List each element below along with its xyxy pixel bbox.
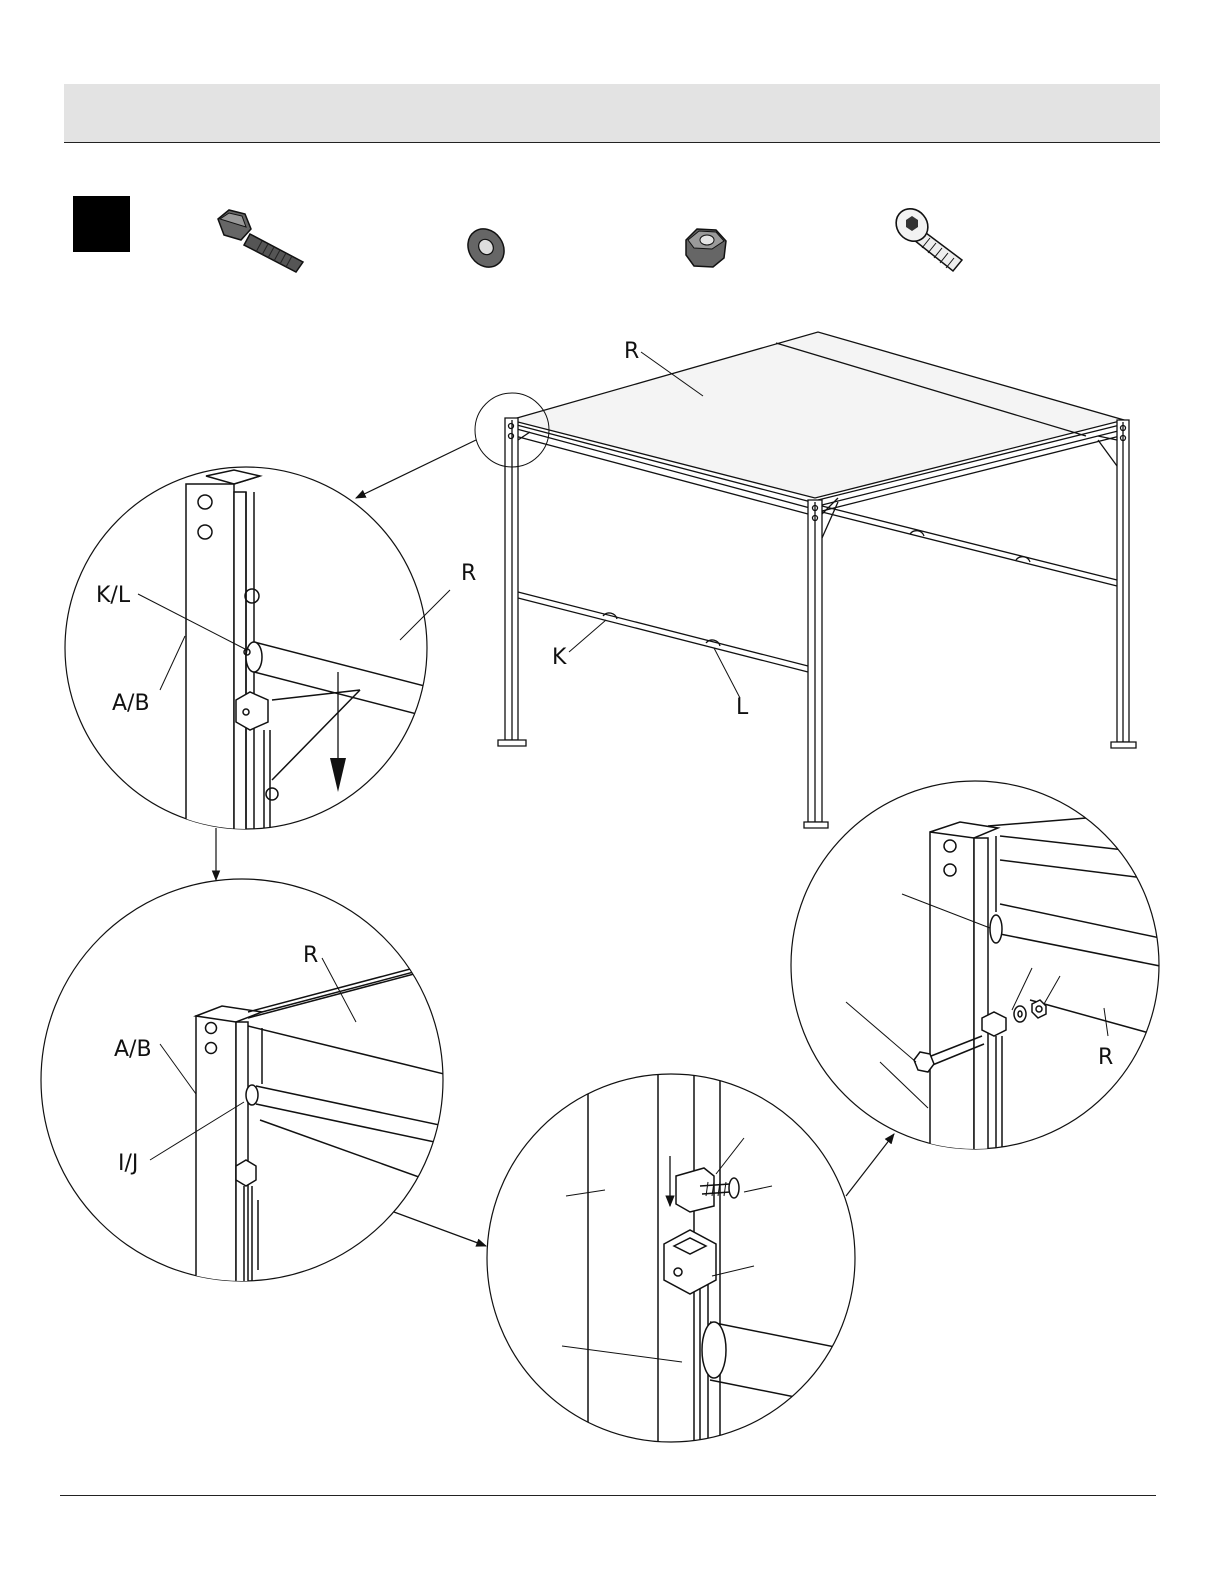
washer-icon bbox=[461, 222, 512, 274]
label-bar-k: K bbox=[552, 645, 567, 670]
label-detail2-ij: I/J bbox=[118, 1151, 138, 1176]
label-detail1-ab: A/B bbox=[112, 691, 150, 716]
gazebo-frame bbox=[498, 332, 1136, 828]
label-detail2-r: R bbox=[303, 943, 318, 968]
socket-screw-icon bbox=[890, 202, 962, 271]
label-detail1-r: R bbox=[461, 561, 476, 586]
label-detail2-ab: A/B bbox=[114, 1037, 152, 1062]
hex-bolt-icon bbox=[218, 210, 303, 272]
detail-arrow bbox=[356, 440, 476, 498]
label-bar-l: L bbox=[736, 695, 749, 720]
hex-nut-icon bbox=[686, 229, 726, 267]
label-canopy-r: R bbox=[624, 339, 639, 364]
detail2-to-detail3-arrow bbox=[394, 1212, 486, 1246]
label-detail4-r: R bbox=[1098, 1045, 1113, 1070]
label-detail1-kl: K/L bbox=[96, 583, 131, 608]
detail3-to-detail4-arrow bbox=[846, 1134, 894, 1196]
